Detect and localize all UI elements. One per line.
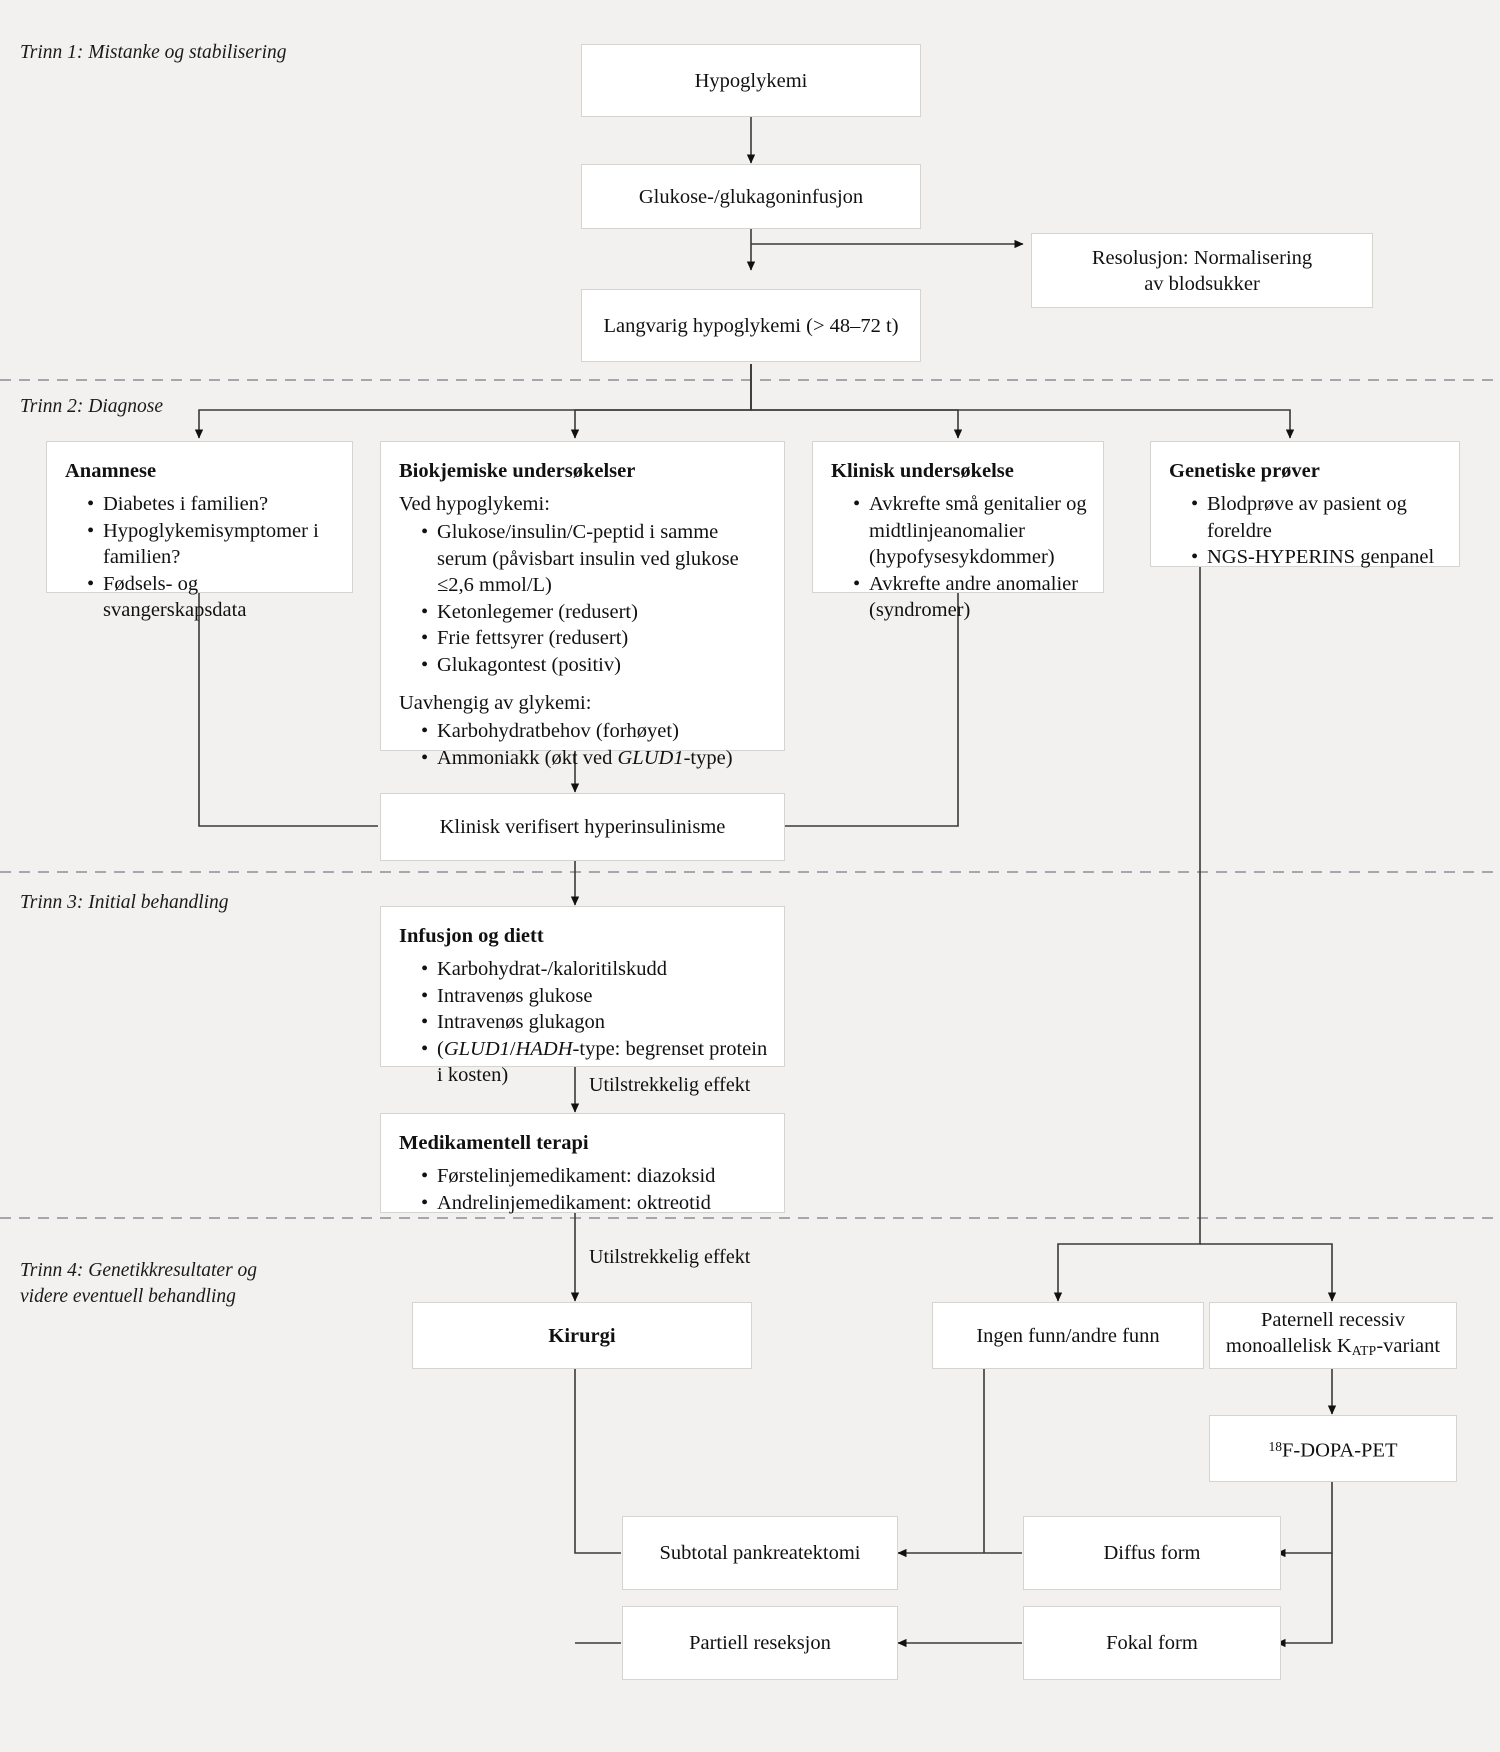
node-medikamentell-title: Medikamentell terapi bbox=[399, 1132, 589, 1154]
node-genetiske-prover[interactable]: Genetiske prøver Blodprøve av pasient og… bbox=[1150, 441, 1460, 570]
list-item: Andrelinjemedikament: oktreotid bbox=[421, 1190, 768, 1217]
arrow-genetiske-to-ingenfunn bbox=[1053, 567, 1201, 1302]
step-label-trinn2: Trinn 2: Diagnose bbox=[20, 396, 164, 417]
list-item: Karbohydratbehov (forhøyet) bbox=[421, 718, 768, 745]
arrow-anamnese-to-verifisert bbox=[198, 592, 378, 827]
node-biokjemiske-title: Biokjemiske undersøkelser bbox=[399, 460, 636, 482]
node-anamnese-title: Anamnese bbox=[65, 460, 157, 482]
node-klinisk-verifisert-hyperinsulinisme[interactable]: Klinisk verifisert hyperinsulinisme bbox=[380, 793, 785, 861]
arrow-langvarig-to-anamnese bbox=[194, 364, 752, 439]
list-item: Intravenøs glukagon bbox=[421, 1009, 768, 1036]
node-genetiske-title: Genetiske prøver bbox=[1169, 460, 1320, 482]
step-label-trinn3: Trinn 3: Initial behandling bbox=[20, 892, 229, 913]
list-item: Ketonlegemer (redusert) bbox=[421, 599, 768, 626]
node-paternell-katp-variant[interactable]: Paternell recessiv monoallelisk KATP-var… bbox=[1209, 1302, 1457, 1369]
paternell-line2-pre: monoallelisk K bbox=[1225, 1335, 1352, 1358]
node-subtotal-pankreatektomi[interactable]: Subtotal pankreatektomi bbox=[622, 1516, 898, 1590]
node-biokjemiske-list-1: Glukose/insulin/C-peptid i samme serum (… bbox=[399, 519, 768, 678]
node-diett-title: Infusjon og diett bbox=[399, 925, 544, 947]
node-18f-dopa-pet[interactable]: 18F-DOPA-PET bbox=[1209, 1415, 1457, 1482]
node-langvarig-hypoglykemi[interactable]: Langvarig hypoglykemi (> 48–72 t) bbox=[581, 289, 921, 362]
node-resolusjon[interactable]: Resolusjon: Normalisering av blodsukker bbox=[1031, 233, 1373, 308]
node-fokal-form[interactable]: Fokal form bbox=[1023, 1606, 1281, 1680]
list-item: Hypoglykemisymptomer i familien? bbox=[87, 518, 336, 571]
arrow-langvarig-to-biokjemiske bbox=[570, 364, 752, 439]
step-label-trinn1: Trinn 1: Mistanke og stabilisering bbox=[20, 42, 287, 63]
node-klinisk-list: Avkrefte små genitalier og midtlinjeanom… bbox=[831, 491, 1087, 624]
edge-label-utilstrekkelig-effekt-2: Utilstrekkelig effekt bbox=[589, 1246, 751, 1268]
list-item: Intravenøs glukose bbox=[421, 983, 768, 1010]
node-klinisk-title: Klinisk undersøkelse bbox=[831, 460, 1014, 482]
list-item: Avkrefte små genitalier og midtlinjeanom… bbox=[853, 491, 1087, 571]
node-hypoglykemi-label: Hypoglykemi bbox=[694, 69, 808, 92]
node-ingen-funn-label: Ingen funn/andre funn bbox=[976, 1324, 1160, 1347]
node-subtotal-label: Subtotal pankreatektomi bbox=[659, 1542, 861, 1564]
node-diffus-form[interactable]: Diffus form bbox=[1023, 1516, 1281, 1590]
step-label-trinn4: Trinn 4: Genetikkresultater og videre ev… bbox=[20, 1260, 258, 1307]
node-kirurgi[interactable]: Kirurgi bbox=[412, 1302, 752, 1369]
paternell-line1: Paternell recessiv bbox=[1260, 1309, 1405, 1332]
node-kirurgi-label: Kirurgi bbox=[548, 1324, 616, 1347]
node-biokjemiske-undersokelser[interactable]: Biokjemiske undersøkelser Ved hypoglykem… bbox=[380, 441, 785, 771]
list-item: NGS-HYPERINS genpanel bbox=[1191, 544, 1443, 571]
node-ingen-funn[interactable]: Ingen funn/andre funn bbox=[932, 1302, 1204, 1369]
node-glukose-glukagoninfusjon[interactable]: Glukose-/glukagoninfusjon bbox=[581, 164, 921, 229]
dopapet-rest: F-DOPA-PET bbox=[1282, 1439, 1398, 1462]
arrow-dopapet-to-diffus bbox=[1276, 1482, 1333, 1558]
node-medikamentell-terapi[interactable]: Medikamentell terapi Førstelinjemedikame… bbox=[380, 1113, 785, 1216]
arrow-dopapet-to-fokal bbox=[1276, 1553, 1333, 1648]
dopapet-superscript: 18 bbox=[1268, 1438, 1283, 1454]
node-partiell-label: Partiell reseksjon bbox=[689, 1632, 831, 1654]
node-verifisert-label: Klinisk verifisert hyperinsulinisme bbox=[439, 816, 726, 838]
node-hypoglykemi[interactable]: Hypoglykemi bbox=[581, 44, 921, 117]
list-item: Glukose/insulin/C-peptid i samme serum (… bbox=[421, 519, 768, 599]
biokjemiske-group1-heading: Ved hypoglykemi: bbox=[399, 493, 550, 515]
node-medikamentell-list: Førstelinjemedikament: diazoksid Andreli… bbox=[399, 1163, 768, 1216]
node-klinisk-undersokelse[interactable]: Klinisk undersøkelse Avkrefte små genita… bbox=[812, 441, 1104, 621]
node-anamnese[interactable]: Anamnese Diabetes i familien? Hypoglykem… bbox=[46, 441, 353, 621]
arrow-klinisk-to-verifisert bbox=[782, 592, 959, 827]
arrow-genetiske-to-paternell bbox=[1200, 1243, 1337, 1302]
node-dopapet-label: 18F-DOPA-PET bbox=[1269, 1434, 1398, 1464]
node-diffus-label: Diffus form bbox=[1103, 1542, 1201, 1564]
arrow-langvarig-to-genetiske bbox=[751, 409, 1295, 439]
list-item: Avkrefte andre anomalier (syndromer) bbox=[853, 571, 1087, 624]
node-biokjemiske-list-2: Karbohydratbehov (forhøyet) Ammoniakk (ø… bbox=[399, 718, 768, 771]
list-item: Førstelinjemedikament: diazoksid bbox=[421, 1163, 768, 1190]
edge-label-utilstrekkelig-effekt-1: Utilstrekkelig effekt bbox=[589, 1074, 751, 1096]
node-paternell-label: Paternell recessiv monoallelisk KATP-var… bbox=[1226, 1307, 1440, 1364]
paternell-subscript: ATP bbox=[1351, 1342, 1377, 1358]
node-resolusjon-label: Resolusjon: Normalisering av blodsukker bbox=[1091, 246, 1313, 295]
list-item: Blodprøve av pasient og foreldre bbox=[1191, 491, 1443, 544]
node-langvarig-label: Langvarig hypoglykemi (> 48–72 t) bbox=[603, 314, 899, 337]
list-item: Fødsels- og svangerskapsdata bbox=[87, 571, 336, 624]
node-partiell-reseksjon[interactable]: Partiell reseksjon bbox=[622, 1606, 898, 1680]
list-item: Ammoniakk (økt ved GLUD1-type) bbox=[421, 745, 768, 772]
list-item: (GLUD1/HADH-type: begrenset protein i ko… bbox=[421, 1036, 768, 1089]
list-item: Glukagontest (positiv) bbox=[421, 652, 768, 679]
arrow-kirurgi-to-subtotal bbox=[574, 1368, 621, 1554]
node-fokal-label: Fokal form bbox=[1106, 1632, 1198, 1654]
node-genetiske-list: Blodprøve av pasient og foreldre NGS-HYP… bbox=[1169, 491, 1443, 571]
list-item: Karbohydrat-/kaloritilskudd bbox=[421, 956, 768, 983]
arrow-langvarig-to-klinisk bbox=[750, 364, 963, 439]
paternell-line2-post: -variant bbox=[1376, 1335, 1441, 1358]
node-infusjon-og-diett[interactable]: Infusjon og diett Karbohydrat-/kaloritil… bbox=[380, 906, 785, 1086]
list-item: Frie fettsyrer (redusert) bbox=[421, 625, 768, 652]
list-item: Diabetes i familien? bbox=[87, 491, 336, 518]
node-anamnese-list: Diabetes i familien? Hypoglykemisymptome… bbox=[65, 491, 336, 624]
node-infusjon-label: Glukose-/glukagoninfusjon bbox=[638, 185, 864, 208]
node-diett-list: Karbohydrat-/kaloritilskudd Intravenøs g… bbox=[399, 956, 768, 1089]
biokjemiske-group2-heading: Uavhengig av glykemi: bbox=[399, 692, 592, 714]
